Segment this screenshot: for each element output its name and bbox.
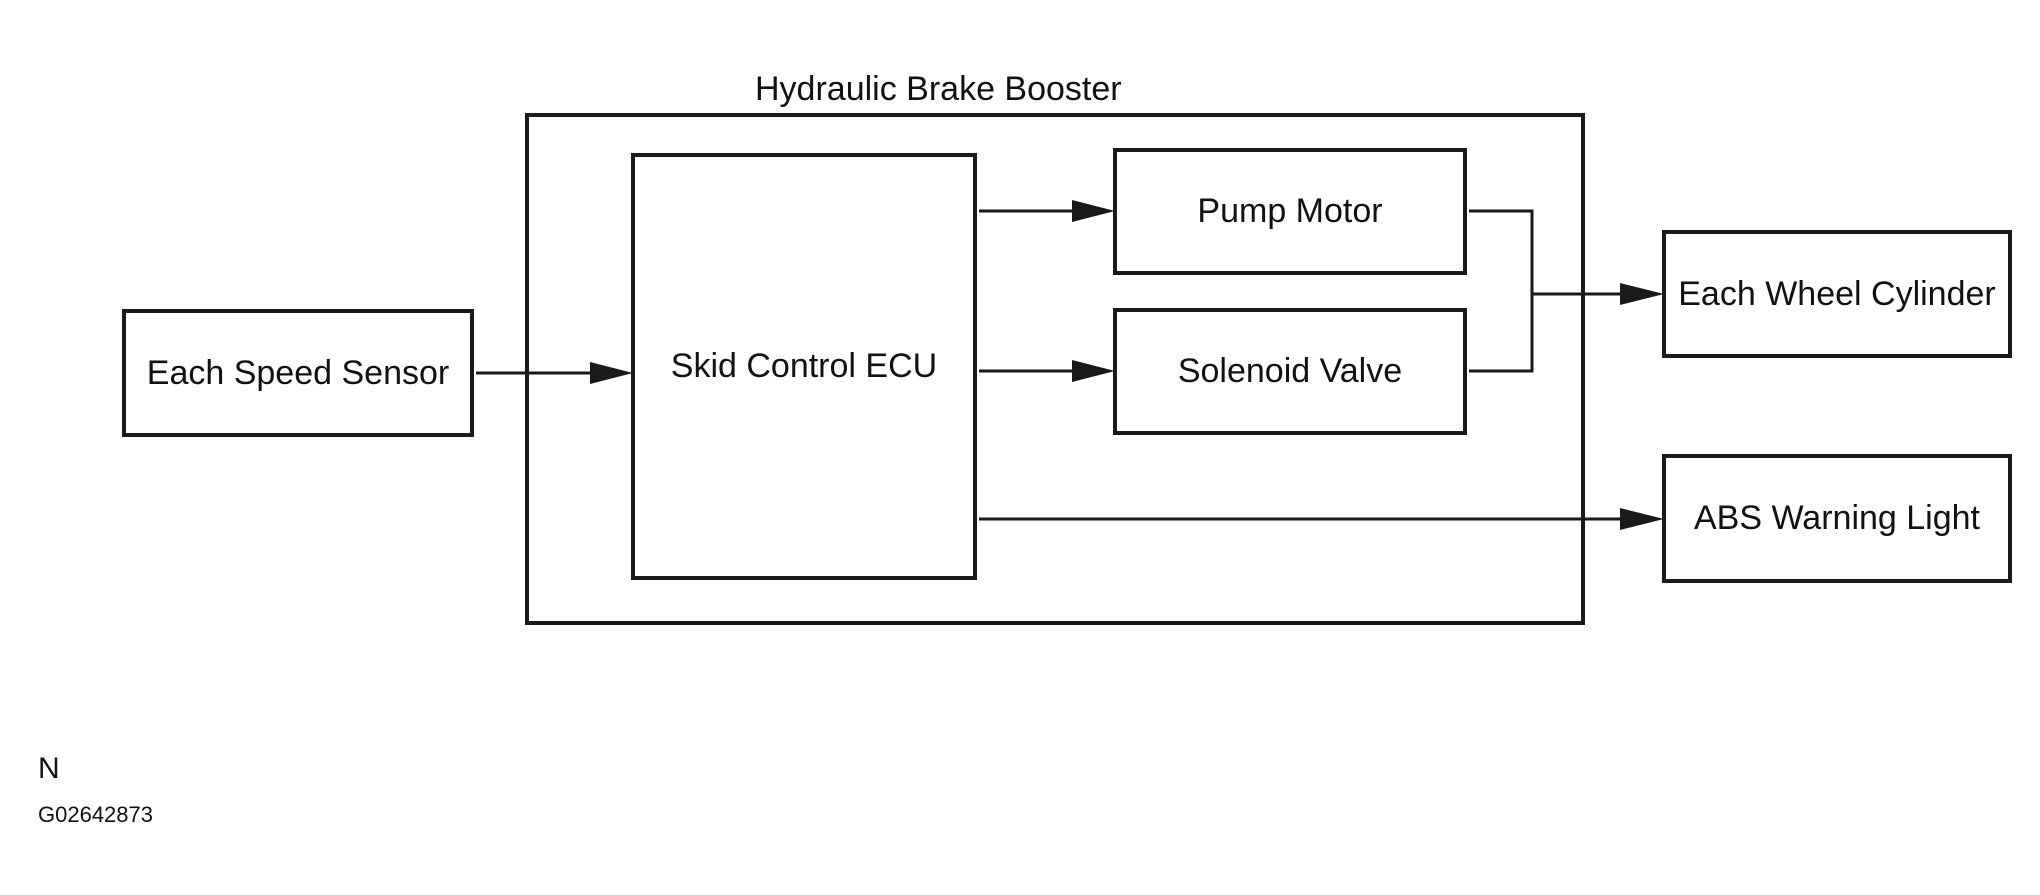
hydraulic-brake-booster-title: Hydraulic Brake Booster (755, 70, 1122, 108)
wire-pump-motor-to-junction (1469, 209, 1534, 294)
wire-solenoid-valve-to-junction (1469, 294, 1534, 373)
arrowhead-to-ecu (590, 362, 633, 384)
figure-code: G02642873 (38, 802, 153, 827)
pump-motor-label: Pump Motor (1197, 192, 1383, 230)
skid-control-ecu-block: Skid Control ECU (631, 153, 977, 580)
orientation-letter: N (38, 752, 60, 785)
solenoid-valve-block: Solenoid Valve (1113, 308, 1467, 435)
each-speed-sensor-block: Each Speed Sensor (122, 309, 474, 437)
each-wheel-cylinder-label: Each Wheel Cylinder (1678, 274, 1996, 313)
abs-warning-light-block: ABS Warning Light (1662, 454, 2012, 583)
abs-warning-light-label: ABS Warning Light (1694, 499, 1980, 537)
skid-control-ecu-label: Skid Control ECU (670, 347, 938, 385)
arrowhead-to-pump-motor (1072, 200, 1115, 222)
solenoid-valve-label: Solenoid Valve (1177, 352, 1403, 390)
arrowhead-to-abs-warning-light (1620, 508, 1664, 530)
arrowhead-to-solenoid-valve (1072, 360, 1115, 382)
arrowhead-to-wheel-cylinder (1620, 283, 1664, 305)
each-speed-sensor-label: Each Speed Sensor (146, 353, 450, 392)
pump-motor-block: Pump Motor (1113, 148, 1467, 275)
